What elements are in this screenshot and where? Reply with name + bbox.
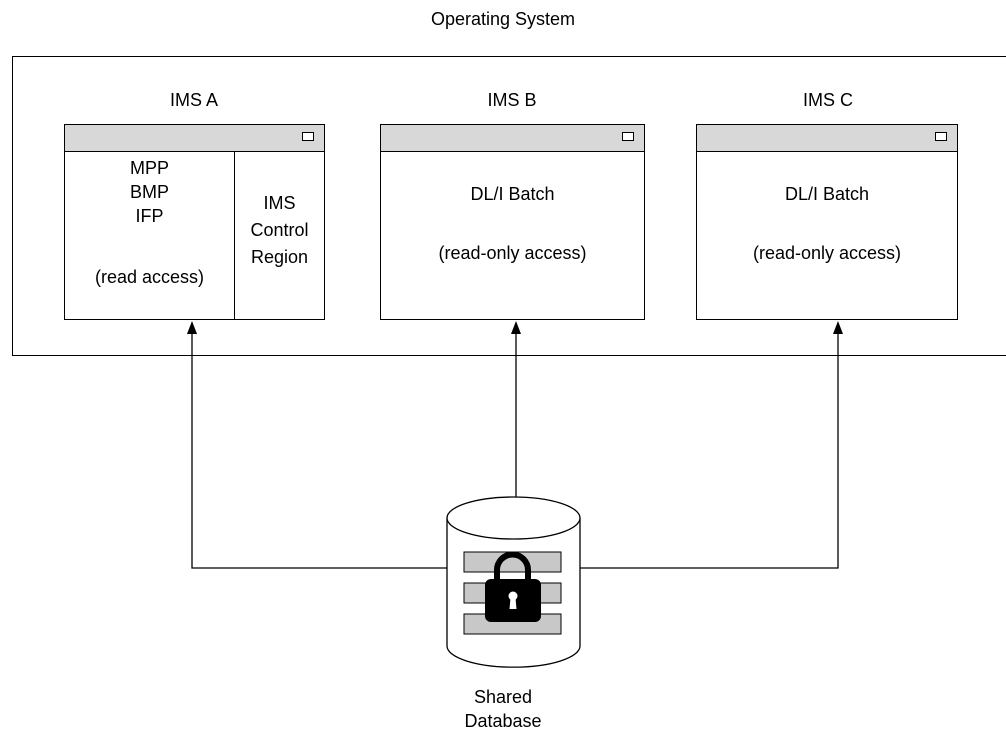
window-button-icon [302,132,314,141]
operating-system-boundary [12,56,1006,356]
ims-a-control-line1: IMS [263,193,296,213]
ims-b-access: (read-only access) [438,243,587,263]
ims-c-title-bar [697,125,957,152]
ims-a-window: MPP BMP IFP (read access) IMS Control Re… [64,124,325,320]
ims-a-title-bar [65,125,324,152]
ims-b-program: DL/I Batch [470,184,555,204]
ims-a-region-divider [234,152,235,319]
database-label-line2: Database [464,711,542,731]
ims-c-program: DL/I Batch [784,184,870,204]
ims-a-mpp: MPP [129,158,169,178]
arrowhead-ims-a [187,321,197,334]
ims-b-title: IMS B [487,90,537,110]
database-label-line1: Shared [473,687,533,707]
ims-a-control-line2: Control [250,220,309,240]
ims-c-title: IMS C [802,90,853,110]
connector-ims-c [580,330,839,569]
ims-a-bmp: BMP [129,182,169,202]
window-button-icon [935,132,947,141]
ims-c-access: (read-only access) [752,243,902,263]
operating-system-title: Operating System [430,9,576,29]
ims-b-window: DL/I Batch (read-only access) [380,124,645,320]
window-button-icon [622,132,634,141]
arrowhead-ims-b [511,321,521,334]
ims-a-access: (read access) [94,267,205,287]
shared-database-label: Shared Database [403,685,603,733]
ims-a-control-line3: Region [250,247,309,267]
ims-a-ifp: IFP [135,206,164,226]
ims-c-window: DL/I Batch (read-only access) [696,124,958,320]
ims-b-title-bar [381,125,644,152]
arrowhead-ims-c [833,321,843,334]
lock-icon [485,551,541,622]
ims-a-title: IMS A [169,90,218,110]
connector-ims-a [191,330,447,569]
